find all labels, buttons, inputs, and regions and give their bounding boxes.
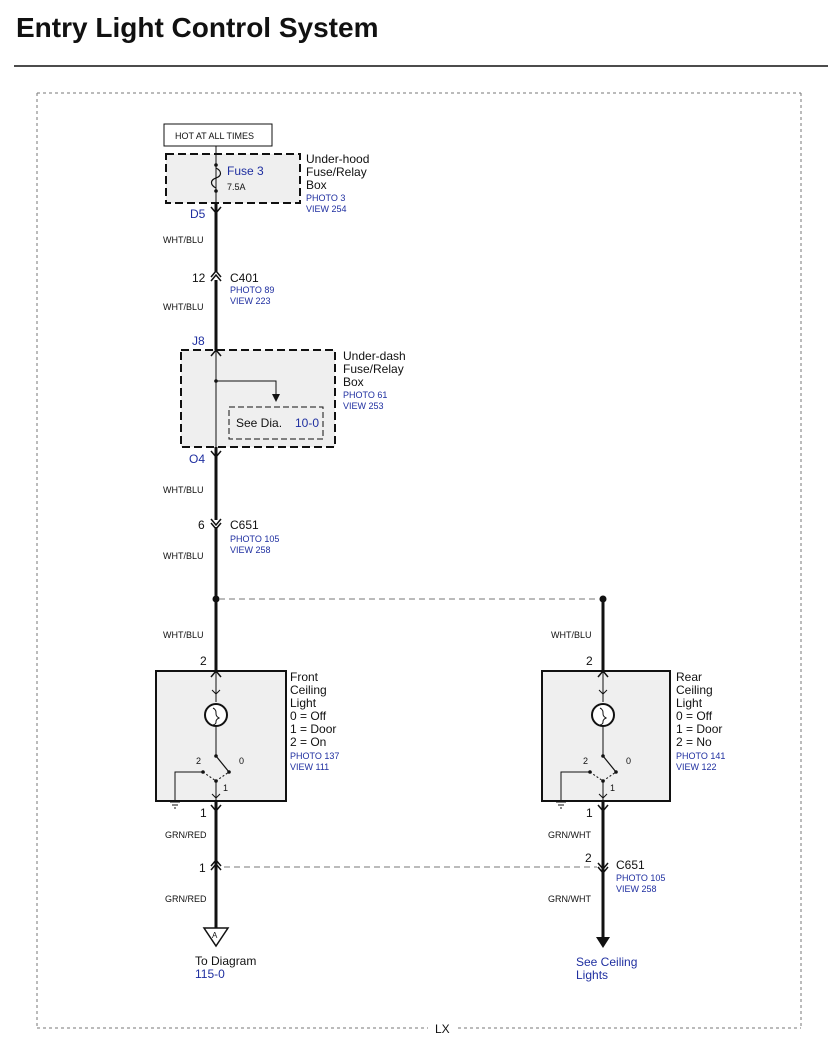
rear-pin-in: 2	[586, 654, 593, 668]
front-wire-out-color: GRN/RED	[165, 830, 207, 840]
front-light-name-3: Light	[290, 696, 317, 710]
see-dia-prefix: See Dia.	[236, 416, 282, 430]
front-pin-out: 1	[200, 806, 207, 820]
rear-sw-pos-0: 0	[626, 756, 631, 766]
rear-mode-2: 2 = No	[676, 735, 712, 749]
c401-pin: 12	[192, 271, 206, 285]
connector-o4	[210, 450, 222, 459]
rear-ground-icon	[556, 801, 566, 809]
c651-bottom-pin: 2	[585, 851, 592, 865]
hot-at-all-times-box	[163, 123, 273, 147]
front-mode-1: 1 = Door	[290, 722, 336, 736]
wire-color-2: WHT/BLU	[163, 302, 204, 312]
underhood-box-name-1: Under-hood	[306, 152, 369, 166]
see-ceiling-link-2[interactable]: Lights	[576, 968, 608, 982]
hot-at-all-times-label: HOT AT ALL TIMES	[175, 131, 254, 141]
rear-mode-0: 0 = Off	[676, 709, 713, 723]
connector-d5	[210, 206, 222, 215]
see-ceiling-link-1[interactable]: See Ceiling	[576, 955, 637, 969]
c651-top-id: C651	[230, 518, 259, 532]
front-switch-icon	[215, 755, 230, 773]
c651-bottom-photo-link[interactable]: PHOTO 105	[616, 873, 665, 883]
terminal-j8: J8	[192, 334, 205, 348]
wire-color-4: WHT/BLU	[163, 551, 204, 561]
terminal-o4: O4	[189, 452, 205, 466]
model-label: LX	[435, 1022, 450, 1036]
front-sw-pos-0: 0	[239, 756, 244, 766]
front-wire-in-color: WHT/BLU	[163, 630, 204, 640]
see-dia-link[interactable]: 10-0	[295, 416, 319, 430]
rear-light-name-3: Light	[676, 696, 703, 710]
rear-light-photo-link[interactable]: PHOTO 141	[676, 751, 725, 761]
c651-top-photo-link[interactable]: PHOTO 105	[230, 534, 279, 544]
c401-view-link[interactable]: VIEW 223	[230, 296, 271, 306]
front-sw-pos-2: 2	[196, 756, 201, 766]
diagram-frame	[36, 92, 802, 1029]
rear-wire-in-color: WHT/BLU	[551, 630, 592, 640]
front-sw-pos-1: 1	[223, 783, 228, 793]
underhood-box-photo-link[interactable]: PHOTO 3	[306, 193, 345, 203]
c401-id: C401	[230, 271, 259, 285]
underdash-box-name-2: Fuse/Relay	[343, 362, 404, 376]
rear-sw-pos-2: 2	[583, 756, 588, 766]
rear-mode-1: 1 = Door	[676, 722, 722, 736]
splice-point-front	[212, 595, 220, 603]
underhood-box-name-3: Box	[306, 178, 327, 192]
c401-photo-link[interactable]: PHOTO 89	[230, 285, 274, 295]
front-light-name-2: Ceiling	[290, 683, 327, 697]
off-page-connector-a-icon	[202, 927, 230, 948]
fuse-3-label: Fuse 3	[227, 164, 264, 178]
underhood-box-view-link[interactable]: VIEW 254	[306, 204, 347, 214]
underhood-box-name-2: Fuse/Relay	[306, 165, 367, 179]
rear-light-name-1: Rear	[676, 670, 702, 684]
terminal-d5: D5	[190, 207, 206, 221]
underdash-box-view-link[interactable]: VIEW 253	[343, 401, 384, 411]
rear-pin-out: 1	[586, 806, 593, 820]
fuse-top-node	[214, 163, 218, 167]
front-ceiling-light: 2 2 0 1 Front Ceiling Light 0 = Off 1 = …	[155, 654, 339, 820]
rear-sw-pos-1: 1	[610, 783, 615, 793]
c651-bottom-view-link[interactable]: VIEW 258	[616, 884, 657, 894]
to-diagram-link[interactable]: 115-0	[195, 967, 225, 981]
rear-light-name-2: Ceiling	[676, 683, 713, 697]
c651-top-view-link[interactable]: VIEW 258	[230, 545, 271, 555]
see-dia-box	[228, 406, 324, 440]
underdash-box-photo-link[interactable]: PHOTO 61	[343, 390, 387, 400]
front-wire-out-color-2: GRN/RED	[165, 894, 207, 904]
rear-light-view-link[interactable]: VIEW 122	[676, 762, 717, 772]
c651-bottom-id: C651	[616, 858, 645, 872]
connector-front-c651	[210, 858, 222, 871]
wire-color-1: WHT/BLU	[163, 235, 204, 245]
rear-ceiling-light: 2 2 0 1 Rear Ceiling Light 0 = Off 1 = D…	[541, 654, 725, 820]
front-light-photo-link[interactable]: PHOTO 137	[290, 751, 339, 761]
front-light-name-1: Front	[290, 670, 319, 684]
c651-top-pin: 6	[198, 518, 205, 532]
front-ground-icon	[170, 801, 180, 809]
wire-color-3: WHT/BLU	[163, 485, 204, 495]
fuse-3-rating: 7.5A	[227, 182, 246, 192]
underdash-box-name-3: Box	[343, 375, 364, 389]
front-conn-pin: 1	[199, 861, 206, 875]
front-pin-in: 2	[200, 654, 207, 668]
front-light-view-link[interactable]: VIEW 111	[290, 762, 329, 772]
rear-wire-out-color-2: GRN/WHT	[548, 894, 591, 904]
front-mode-2: 2 = On	[290, 735, 326, 749]
to-diagram-prefix: To Diagram	[195, 954, 256, 968]
front-mode-0: 0 = Off	[290, 709, 327, 723]
rear-switch-icon	[602, 755, 617, 773]
underdash-box-name-1: Under-dash	[343, 349, 406, 363]
page-title: Entry Light Control System	[16, 12, 378, 43]
rear-wire-out-color: GRN/WHT	[548, 830, 591, 840]
arrow-down-icon	[596, 937, 610, 948]
connector-c401	[210, 269, 222, 282]
connector-c651-bottom	[597, 862, 609, 875]
underhood-fuse-box	[165, 153, 301, 204]
fuse-3-icon	[210, 167, 222, 189]
off-page-marker: A	[212, 931, 218, 940]
